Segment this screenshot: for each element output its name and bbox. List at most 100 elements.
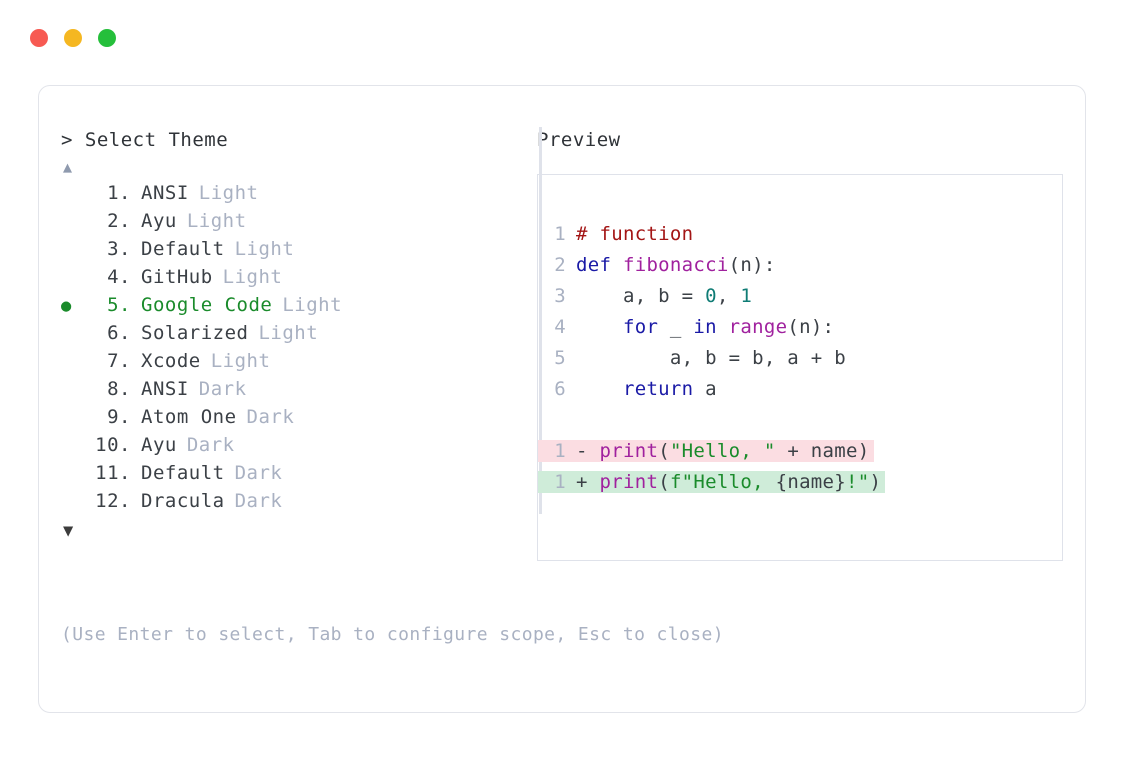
theme-item-number: 8. [107,378,131,400]
code-token: 1 [740,285,753,307]
code-token: + [576,471,600,493]
window-controls [30,29,116,47]
line-number: 5 [554,347,566,369]
code-token: return [622,378,694,400]
line-number: 3 [554,285,566,307]
theme-item-variant: Light [234,238,295,260]
code-token [576,378,623,400]
code-text: for _ in range(n): [576,316,834,338]
code-token: in [693,316,717,338]
theme-item-variant: Dark [186,434,235,456]
preview-label: Preview [537,129,621,151]
theme-item-variant: Dark [198,378,247,400]
code-token: print [599,471,659,493]
theme-item-name: Atom One [141,406,237,428]
theme-item-name: ANSI [141,378,189,400]
code-spacer [538,409,1062,440]
theme-item-name: Dracula [141,490,225,512]
theme-item-name: Xcode [141,350,201,372]
select-theme-prompt: > Select Theme [61,129,229,151]
code-token: - [576,440,600,462]
code-token [576,316,623,338]
theme-list-item[interactable]: ● 5. Google Code Light [61,294,521,322]
code-token: for [622,316,659,338]
code-token: a, b = [576,285,706,307]
theme-item-number: 5. [107,294,131,316]
code-token: _ [658,316,694,338]
theme-item-variant: Light [186,210,247,232]
code-token: f"Hello, [669,471,776,493]
scroll-down-arrow-icon[interactable]: ▼ [63,521,74,541]
code-token: print [599,440,659,462]
code-text: - print("Hello, " + name) [576,440,874,462]
theme-item-variant: Dark [234,462,283,484]
line-number: 1 [554,223,566,245]
theme-item-variant: Light [282,294,343,316]
code-token: ) [869,471,882,493]
line-number: 1 [538,440,576,462]
theme-item-name: GitHub [141,266,213,288]
minimize-window-button[interactable] [64,29,82,47]
theme-item-number: 10. [95,434,131,456]
theme-list-item[interactable]: 11. Default Dark [61,462,521,490]
theme-list-item[interactable]: 7. Xcode Light [61,350,521,378]
code-token: , [716,285,741,307]
selected-bullet-icon: ● [61,296,72,316]
code-token: "Hello, " [669,440,776,462]
code-token: !" [846,471,870,493]
theme-item-variant: Light [210,350,271,372]
theme-item-name: Default [141,238,225,260]
gutter-rule [539,127,542,514]
theme-item-name: ANSI [141,182,189,204]
theme-item-variant: Light [258,322,319,344]
theme-item-number: 6. [107,322,131,344]
code-line: 1# function [538,223,1062,254]
code-line: 3 a, b = 0, 1 [538,285,1062,316]
theme-item-name: Default [141,462,225,484]
code-text: a, b = b, a + b [576,347,846,369]
theme-item-name: Google Code [141,294,273,316]
code-token: ( [658,440,670,462]
code-token: (n): [728,254,776,276]
code-token: 0 [705,285,717,307]
code-text: a, b = 0, 1 [576,285,752,307]
theme-item-number: 11. [95,462,131,484]
code-line: 5 a, b = b, a + b [538,347,1062,378]
code-text: return a [576,378,717,400]
line-number: 1 [538,471,576,493]
theme-item-number: 2. [107,210,131,232]
theme-item-number: 4. [107,266,131,288]
theme-list-item[interactable]: 8. ANSI Dark [61,378,521,406]
code-token: (n): [787,316,835,338]
code-token: + name) [775,440,870,462]
theme-item-number: 9. [107,406,131,428]
scroll-up-arrow-icon[interactable]: ▲ [63,158,73,176]
theme-item-number: 7. [107,350,131,372]
code-token: range [728,316,788,338]
line-number: 6 [554,378,566,400]
close-window-button[interactable] [30,29,48,47]
code-token: {name} [775,471,847,493]
line-number: 4 [554,316,566,338]
code-token [717,316,729,338]
code-token: def [576,254,623,276]
line-number: 2 [554,254,566,276]
theme-item-variant: Light [198,182,259,204]
diff-line-deletion: 1- print("Hello, " + name) [538,440,1062,471]
maximize-window-button[interactable] [98,29,116,47]
